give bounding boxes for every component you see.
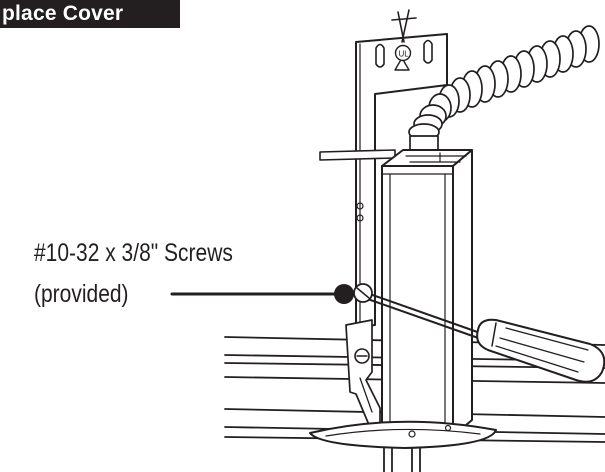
callout-provided: (provided) [34,280,129,308]
lower-bracket-leg [345,319,381,433]
top-flange [319,149,396,161]
ul-listing-mark-icon: UL [394,44,412,62]
lower-screw [354,348,370,364]
driver-box [381,149,473,447]
step-header: place Cover [0,0,180,28]
callout-leader [170,284,354,304]
trim-ring [309,420,497,449]
stem [383,447,421,472]
screw-icon [353,283,373,303]
step-header-title: place Cover [2,2,124,25]
svg-text:UL: UL [399,50,410,59]
screwdriver-icon [361,291,605,383]
callout-screw-spec: #10-32 x 3/8" Screws [34,239,233,267]
